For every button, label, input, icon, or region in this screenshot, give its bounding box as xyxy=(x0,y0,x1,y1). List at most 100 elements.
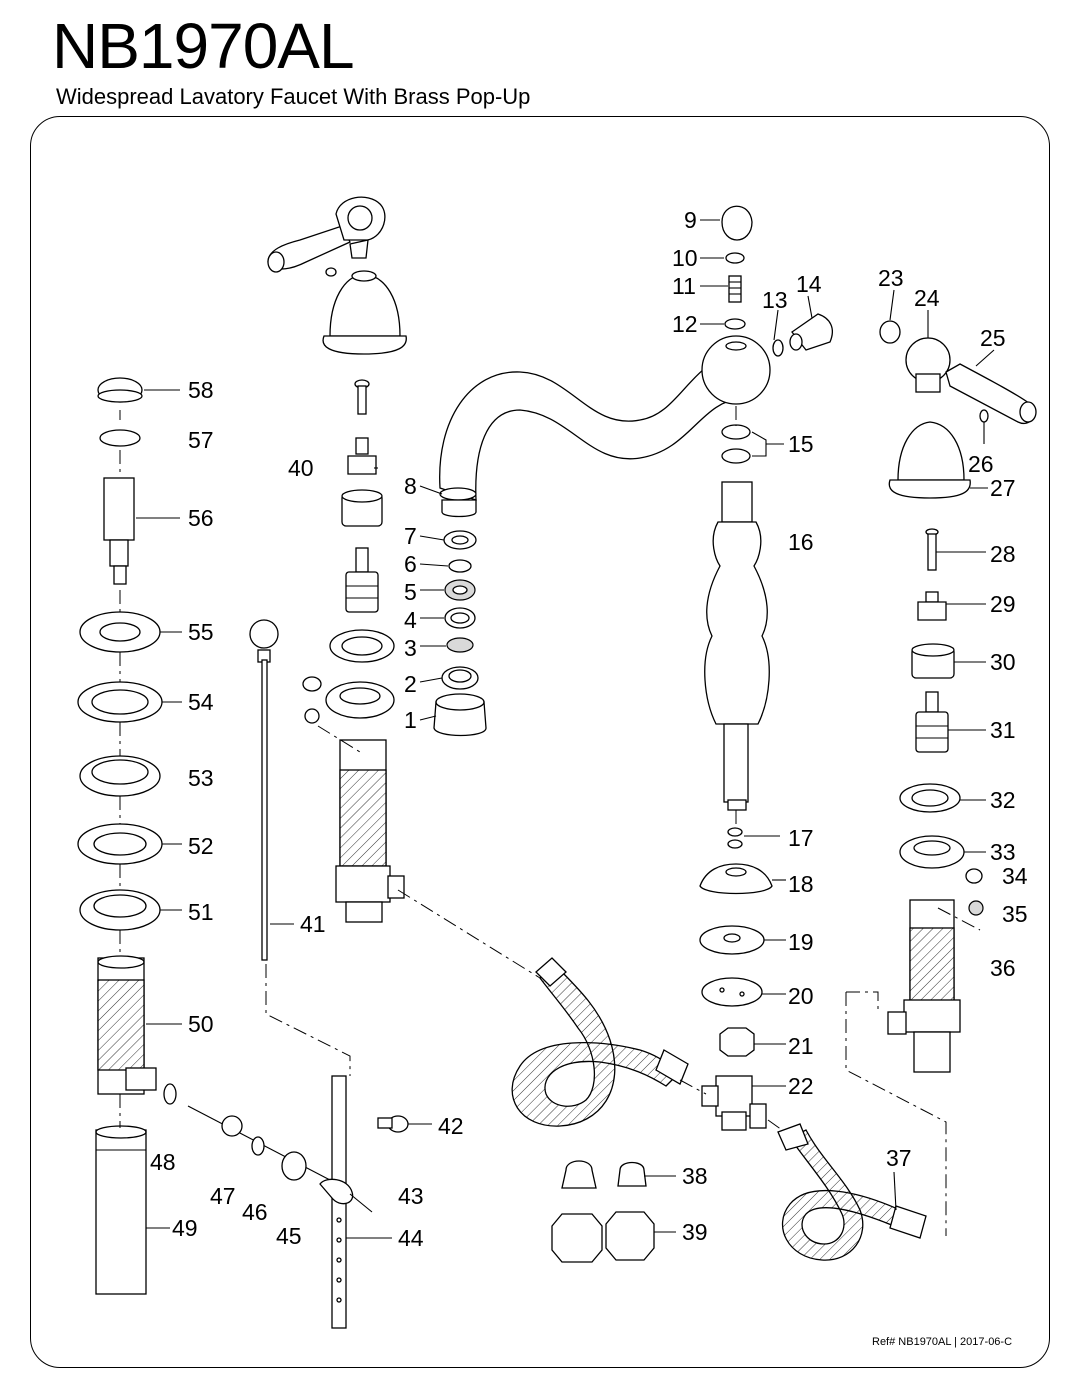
label-1: 1 xyxy=(404,707,417,733)
label-44: 44 xyxy=(398,1225,424,1251)
left-valve-body xyxy=(335,739,405,923)
label-18: 18 xyxy=(788,871,814,897)
label-45: 45 xyxy=(276,1223,302,1249)
label-23: 23 xyxy=(878,265,904,291)
label-36: 36 xyxy=(990,955,1016,981)
label-33: 33 xyxy=(990,839,1016,865)
part-35-nut xyxy=(968,900,984,916)
part-16-spout-shank xyxy=(704,481,770,811)
part-4-gasket xyxy=(444,607,476,629)
label-55: 55 xyxy=(188,619,214,645)
left-handle-cap-bell xyxy=(322,270,407,355)
part-46-washer xyxy=(251,1136,265,1156)
label-3: 3 xyxy=(404,635,417,661)
label-10: 10 xyxy=(672,245,698,271)
part-56-stopper-body xyxy=(103,477,135,585)
part-3-screen xyxy=(446,637,474,653)
part-43-spring-clip xyxy=(319,1178,373,1213)
diagram-frame xyxy=(30,116,1050,1368)
label-29: 29 xyxy=(990,591,1016,617)
label-35: 35 xyxy=(1002,901,1028,927)
label-14: 14 xyxy=(796,271,822,297)
part-30-bonnet-nut xyxy=(911,643,955,679)
part-15-o-rings xyxy=(721,424,751,464)
part-19-slotted-washer xyxy=(699,925,765,955)
part-9-finial xyxy=(721,205,753,241)
part-58-drain-cap xyxy=(97,377,143,403)
part-55-flange xyxy=(79,611,161,653)
label-13: 13 xyxy=(762,287,788,313)
product-subtitle: Widespread Lavatory Faucet With Brass Po… xyxy=(56,84,531,109)
part-38-compression-sleeves xyxy=(561,1160,647,1189)
part-39-compression-nuts xyxy=(551,1211,655,1263)
spout-hub xyxy=(701,335,771,405)
left-lever-handle xyxy=(267,196,386,277)
label-17: 17 xyxy=(788,825,814,851)
label-9: 9 xyxy=(684,207,697,233)
part-20-mounting-plate xyxy=(701,977,763,1007)
label-16: 16 xyxy=(788,529,814,555)
label-30: 30 xyxy=(990,649,1016,675)
label-40: 40 xyxy=(288,455,314,481)
part-13-o-ring xyxy=(772,339,784,357)
part-42-thumb-screw xyxy=(377,1115,409,1133)
part-51-locknut xyxy=(79,889,161,931)
part-5-aerator-insert xyxy=(444,579,476,601)
left-supply-hose xyxy=(511,957,689,1127)
label-27: 27 xyxy=(990,475,1016,501)
label-22: 22 xyxy=(788,1073,814,1099)
left-small-nuts xyxy=(302,676,322,724)
label-52: 52 xyxy=(188,833,214,859)
part-37-right-supply-hose xyxy=(777,1123,927,1261)
model-number: NB1970AL xyxy=(52,10,355,82)
label-11: 11 xyxy=(672,273,696,299)
part-41-lift-rod xyxy=(249,619,279,961)
label-46: 46 xyxy=(242,1199,268,1225)
label-20: 20 xyxy=(788,983,814,1009)
part-32-washer xyxy=(899,783,961,813)
part-17-o-rings xyxy=(727,827,743,849)
left-bonnet-nut xyxy=(341,489,383,527)
label-48: 48 xyxy=(150,1149,176,1175)
part-number-labels: 1 2 3 4 5 6 7 8 9 10 11 12 13 14 15 16 1… xyxy=(150,207,1028,1251)
part-54-washer xyxy=(77,681,163,723)
label-42: 42 xyxy=(438,1113,464,1139)
label-39: 39 xyxy=(682,1219,708,1245)
part-28-screw xyxy=(925,528,939,571)
label-12: 12 xyxy=(672,311,698,337)
label-47: 47 xyxy=(210,1183,236,1209)
label-2: 2 xyxy=(404,671,417,697)
part-22-tee-connector xyxy=(701,1075,767,1131)
part-12-washer xyxy=(724,318,746,330)
part-10-o-ring xyxy=(725,252,745,264)
label-19: 19 xyxy=(788,929,814,955)
label-6: 6 xyxy=(404,551,417,577)
label-56: 56 xyxy=(188,505,214,531)
label-8: 8 xyxy=(404,473,417,499)
label-7: 7 xyxy=(404,523,417,549)
part-11-threaded-stud xyxy=(728,275,742,303)
label-43: 43 xyxy=(398,1183,424,1209)
part-33-flange xyxy=(899,835,965,869)
label-50: 50 xyxy=(188,1011,214,1037)
label-25: 25 xyxy=(980,325,1006,351)
assembly-guide-lines xyxy=(119,406,981,1236)
left-washer-ring xyxy=(329,629,395,663)
part-36-right-valve-body xyxy=(887,899,961,1073)
part-53-gasket xyxy=(79,755,161,797)
label-37: 37 xyxy=(886,1145,912,1171)
part-26-set-screw xyxy=(979,409,989,423)
left-flange xyxy=(325,681,395,719)
part-1-aerator-housing xyxy=(433,693,487,737)
left-cartridge xyxy=(345,547,379,613)
part-18-spout-base xyxy=(699,863,773,895)
label-24: 24 xyxy=(914,285,940,311)
label-58: 58 xyxy=(188,377,214,403)
label-31: 31 xyxy=(990,717,1016,743)
part-50-drain-body xyxy=(97,955,157,1095)
label-15: 15 xyxy=(788,431,814,457)
label-41: 41 xyxy=(300,911,326,937)
label-5: 5 xyxy=(404,579,417,605)
label-32: 32 xyxy=(990,787,1016,813)
